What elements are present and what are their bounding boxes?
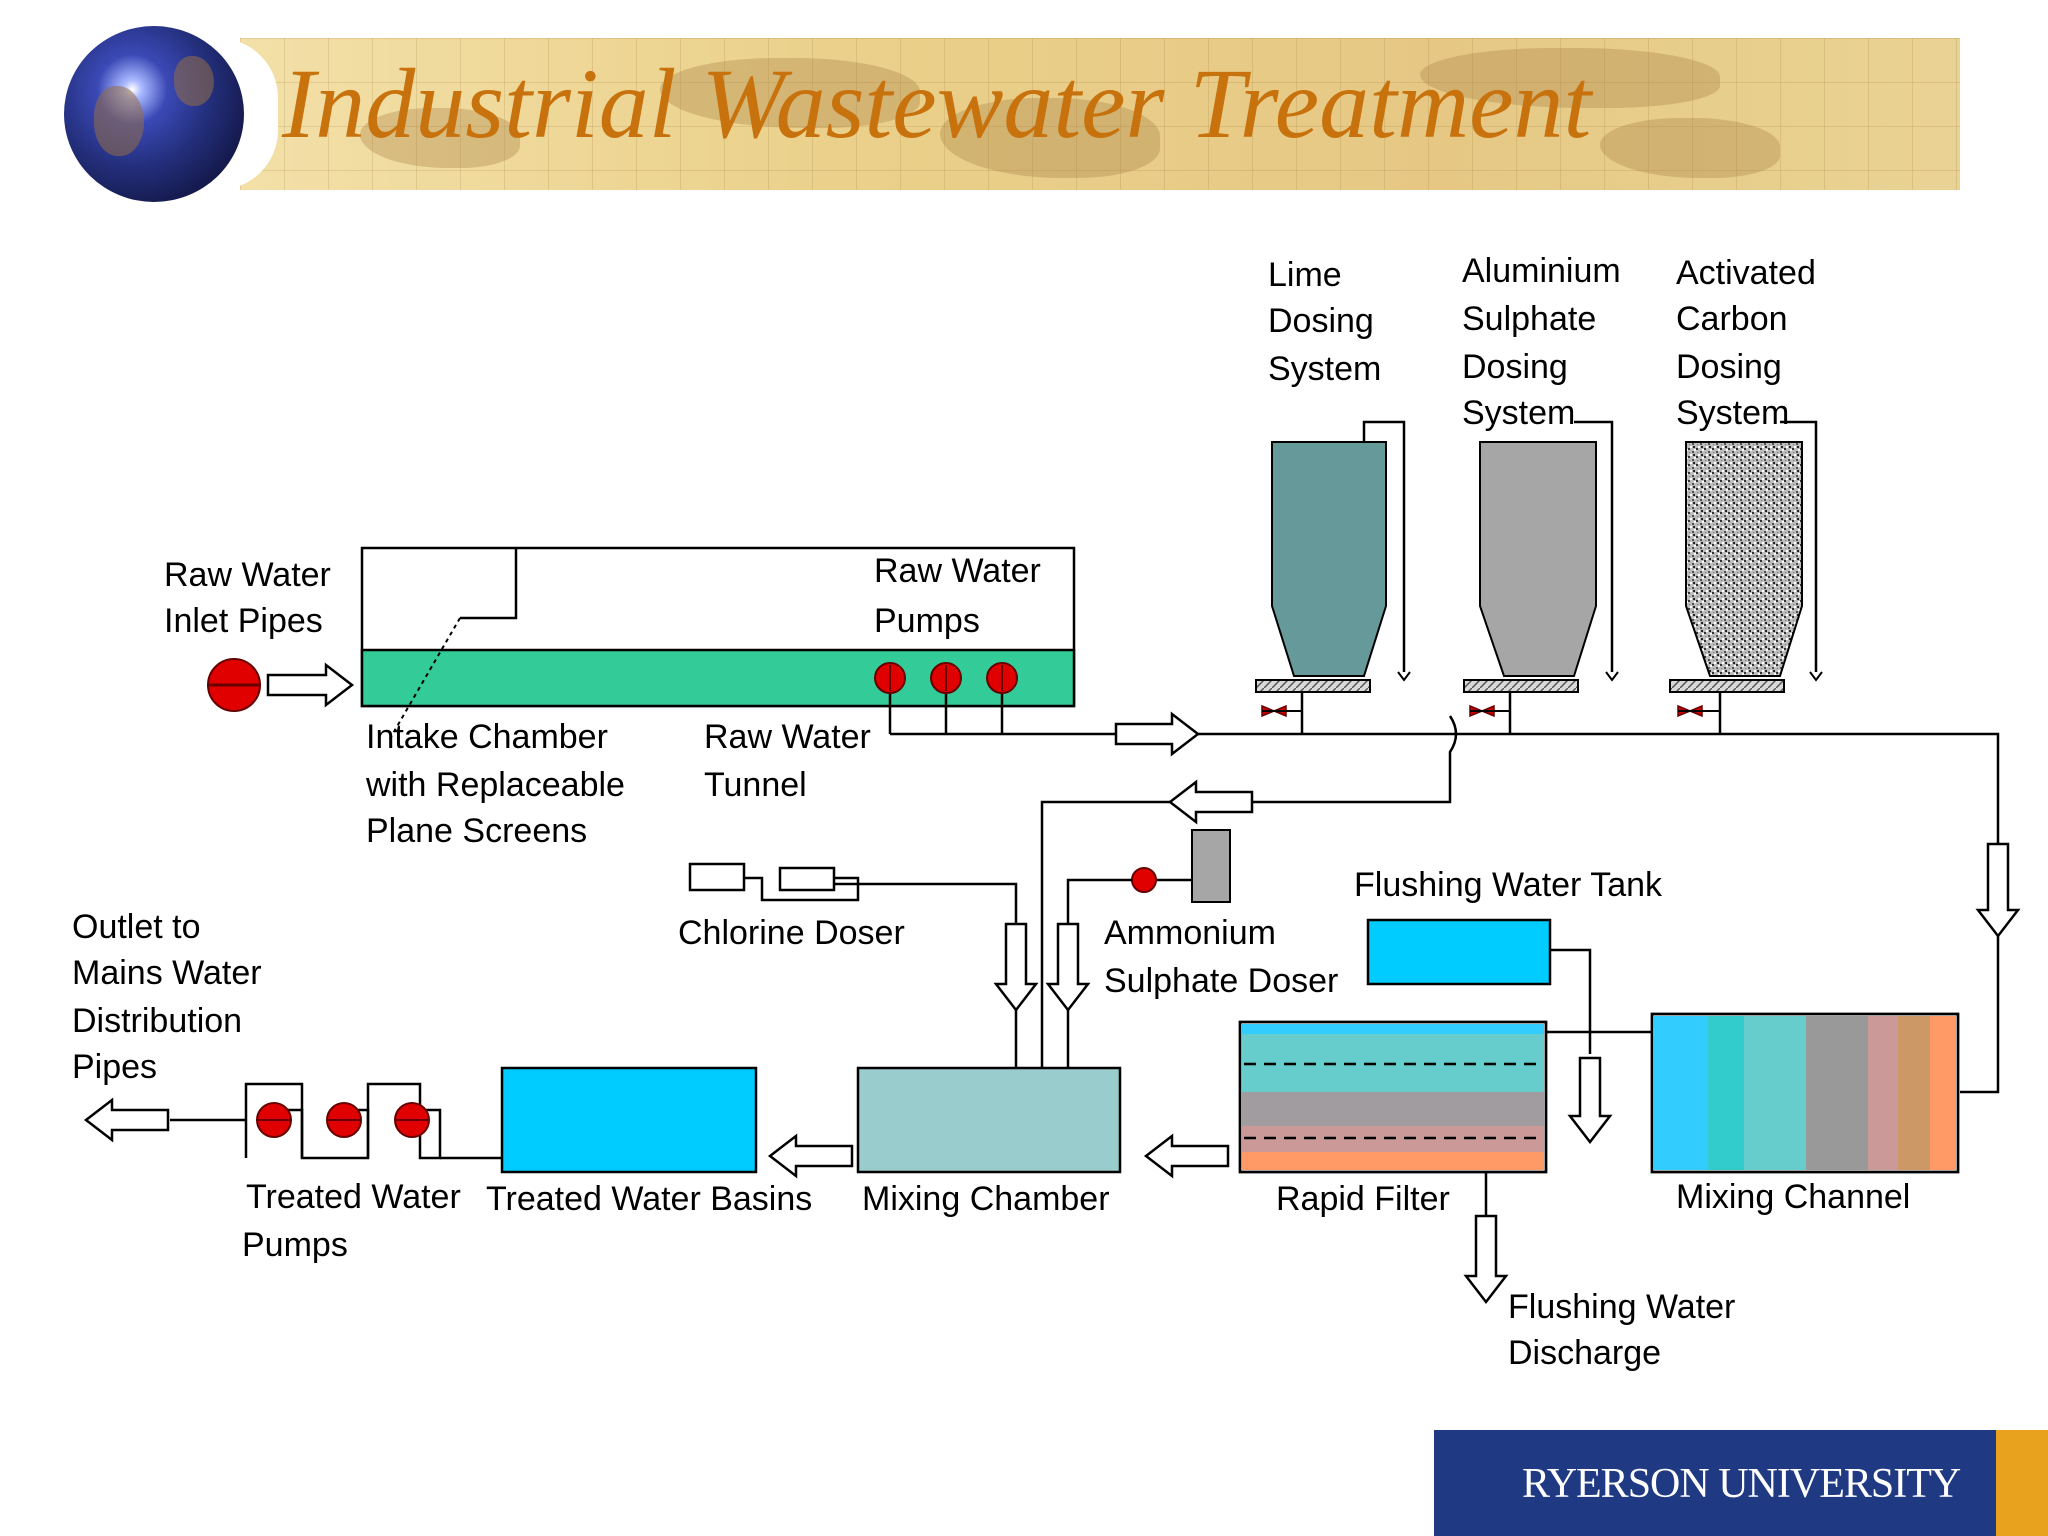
rapid-filter	[1238, 1020, 1548, 1174]
flushing-tank-label: Flushing Water Tank	[1354, 866, 1663, 904]
raw-water-inlet-pump	[207, 658, 261, 712]
map-landmass	[1420, 48, 1720, 108]
raw-water-tunnel-label: Raw Water Tunnel	[704, 718, 880, 804]
university-logo: RYERSON UNIVERSITY	[1434, 1430, 2048, 1536]
map-landmass	[940, 98, 1160, 178]
mixing-channel-label: Mixing Channel	[1676, 1178, 1910, 1216]
mixing-channel	[1650, 1012, 1960, 1174]
intake-chamber-label: Intake Chamber with Replaceable Plane Sc…	[365, 718, 634, 850]
ammonium-arrow	[1045, 922, 1091, 1013]
raw-water-inlet-label: Raw Water Inlet Pipes	[164, 556, 340, 640]
chlorine-doser	[688, 862, 1018, 1068]
raw-water-pumps-label: Raw Water Pumps	[874, 552, 1050, 640]
outlet-arrow	[83, 1097, 170, 1143]
slide-title: Industrial Wastewater Treatment	[282, 48, 1592, 159]
flushing-arrow	[1567, 1056, 1613, 1145]
return-arrow	[1167, 779, 1254, 825]
inlet-arrow	[266, 662, 355, 708]
rapid-filter-label: Rapid Filter	[1276, 1180, 1450, 1218]
pump-icon	[1131, 867, 1157, 893]
intake-water	[360, 648, 1076, 708]
flushing-water-tank	[1366, 918, 1552, 986]
return-pipe	[1040, 715, 1458, 1068]
discharge-arrow	[1463, 1214, 1509, 1305]
treated-water-pumps	[170, 1082, 442, 1160]
alum-dosing-label: Aluminium Sulphate Dosing System	[1462, 252, 1630, 432]
down-arrow	[1975, 842, 2021, 939]
flushing-pipe	[1550, 948, 1592, 1054]
logo-text: RYERSON UNIVERSITY	[1522, 1461, 1961, 1507]
chlorine-arrow	[993, 922, 1039, 1013]
globe-icon	[64, 26, 244, 202]
tunnel-arrow	[1114, 711, 1201, 757]
lime-dosing-silo	[1255, 420, 1411, 734]
flushing-discharge-label: Flushing Water Discharge	[1508, 1288, 1745, 1372]
map-landmass	[1600, 118, 1780, 178]
map-landmass	[360, 108, 520, 168]
map-grid	[240, 38, 1960, 190]
treated-water-basin	[500, 1066, 758, 1174]
chlorine-doser-label: Chlorine Doser	[678, 914, 905, 952]
carbon-dosing-label: Activated Carbon Dosing System	[1676, 254, 1825, 432]
treated-basins-label: Treated Water Basins	[486, 1180, 812, 1218]
map-landmass	[660, 58, 920, 128]
alum-dosing-silo	[1463, 420, 1619, 734]
globe-continent	[174, 56, 214, 106]
mixing-chamber	[856, 1066, 1122, 1174]
raw-water-pumps	[874, 662, 1018, 734]
treated-pumps-label: Treated Water Pumps	[242, 1178, 470, 1264]
globe-continent	[94, 86, 144, 156]
lime-dosing-label: Lime Dosing System	[1268, 256, 1383, 388]
ammonium-doser-label: Ammonium Sulphate Doser	[1104, 914, 1338, 1000]
carbon-dosing-silo	[1669, 420, 1823, 734]
mixing-chamber-label: Mixing Chamber	[862, 1180, 1110, 1218]
logo-gold-stripe	[1996, 1430, 2048, 1536]
title-band	[240, 38, 1960, 190]
outlet-label: Outlet to Mains Water Distribution Pipes	[72, 908, 271, 1086]
filter-to-mixing-arrow	[1143, 1133, 1230, 1179]
mixing-to-basin-arrow	[767, 1133, 854, 1179]
